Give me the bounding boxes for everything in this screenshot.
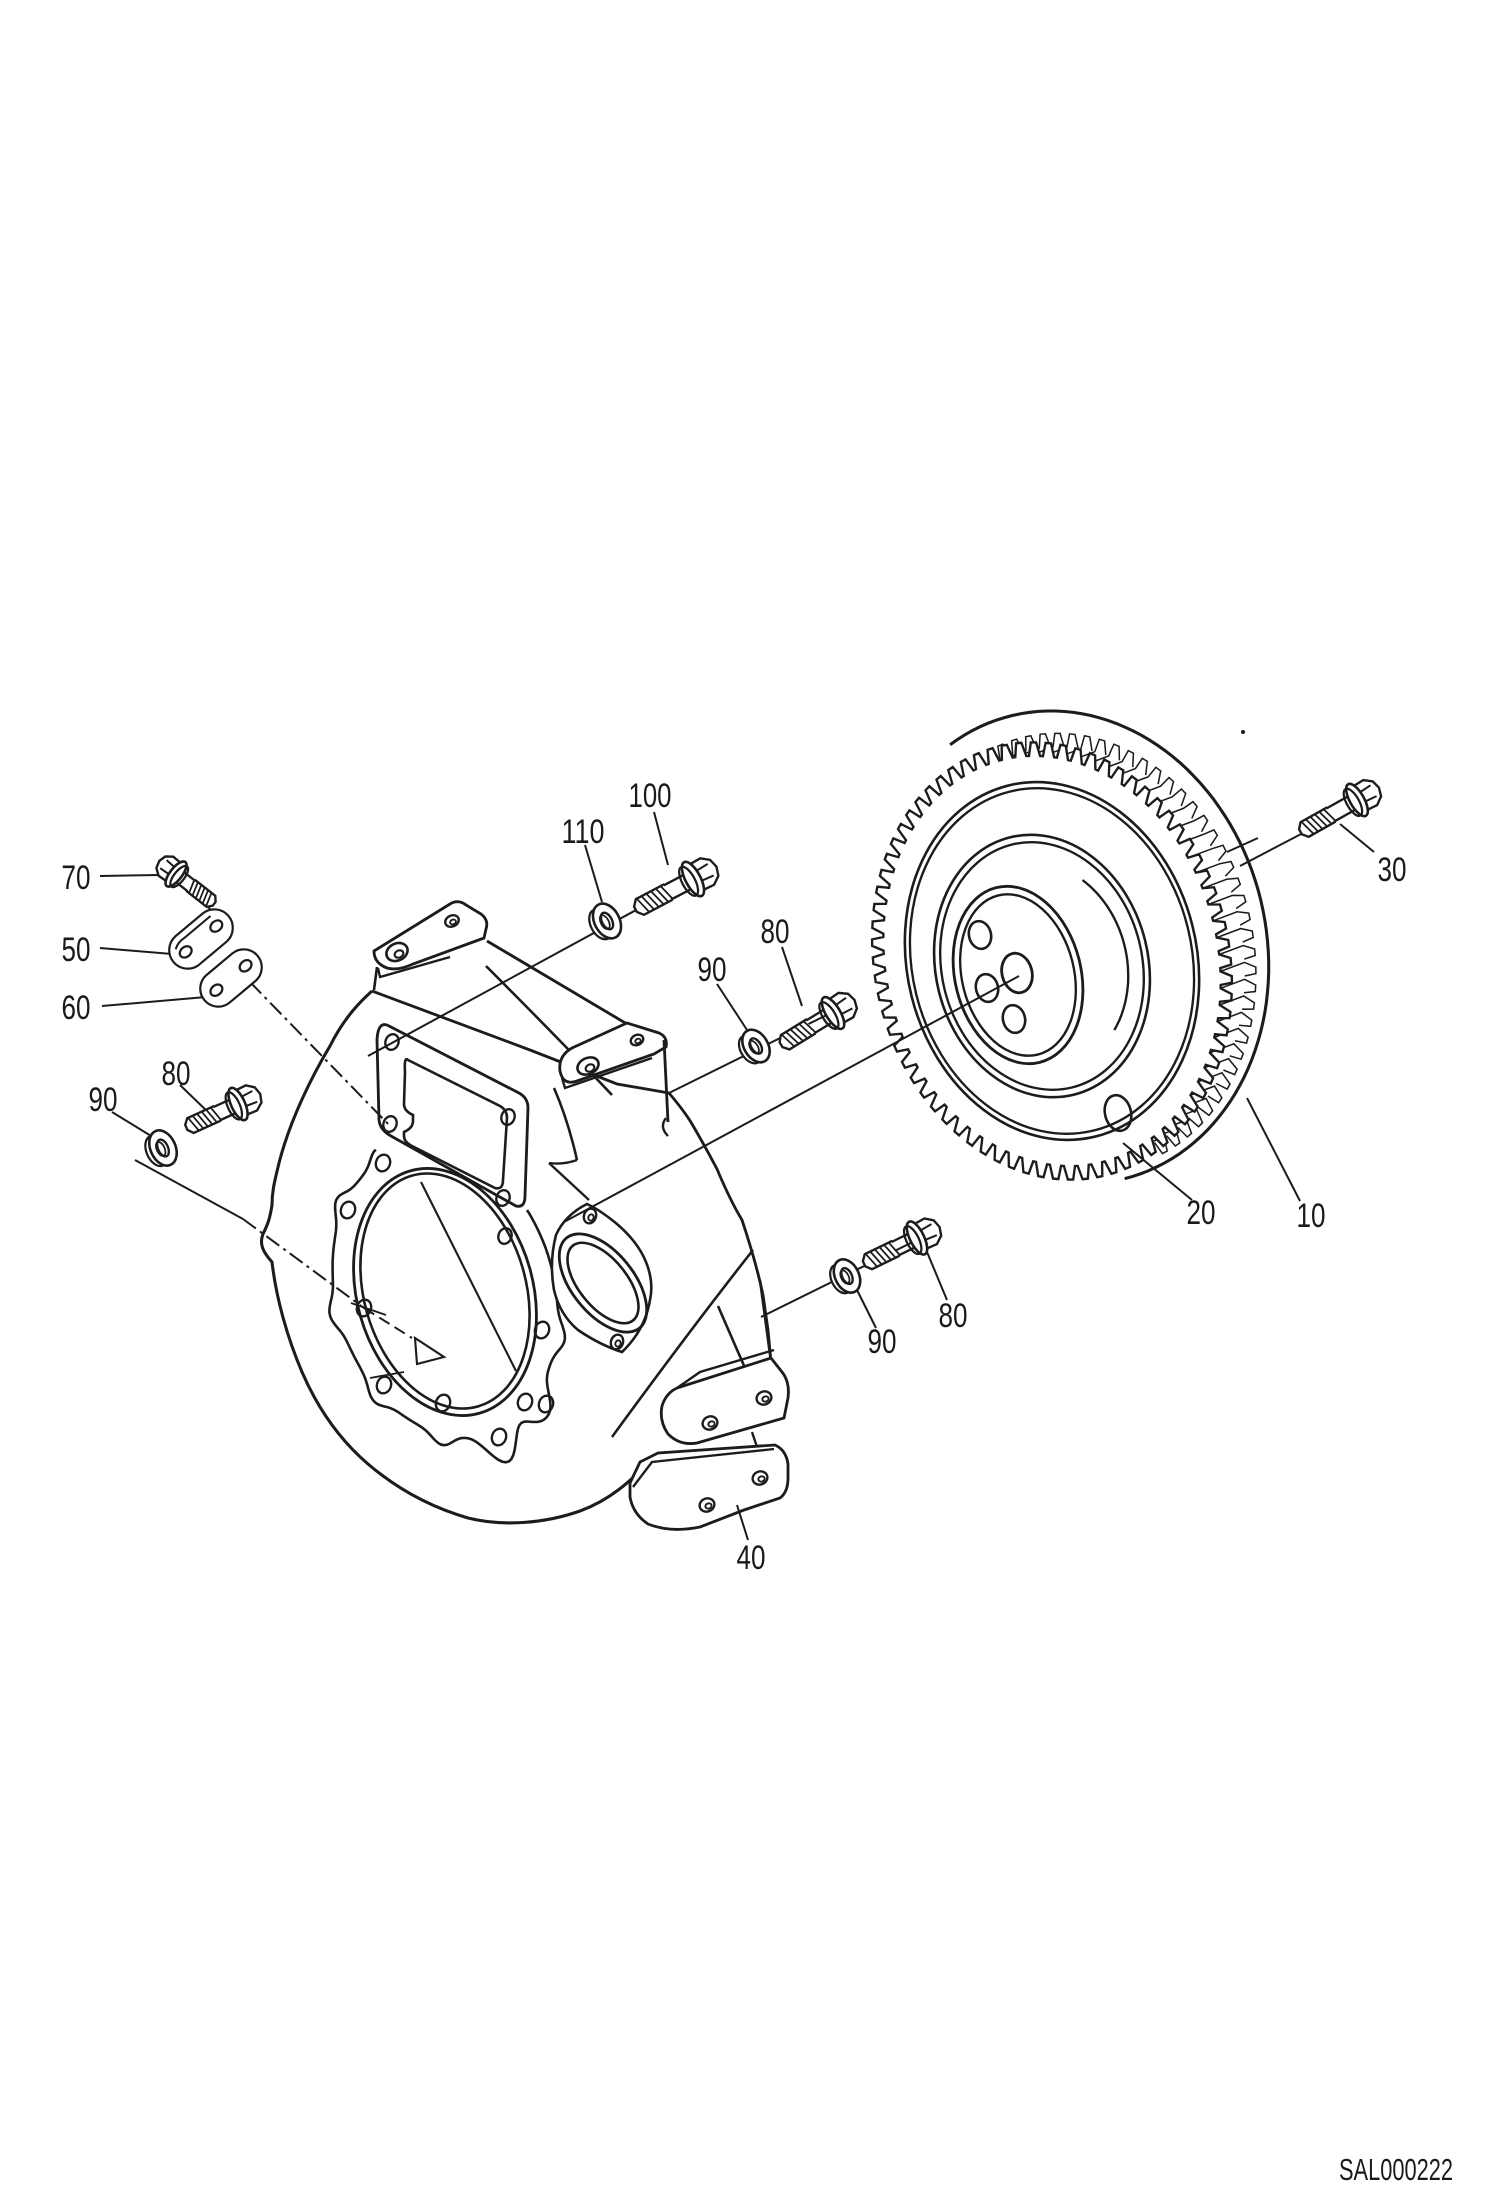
- svg-text:80: 80: [939, 1297, 968, 1335]
- svg-text:30: 30: [1378, 851, 1407, 889]
- svg-text:50: 50: [62, 931, 91, 969]
- svg-text:110: 110: [562, 813, 605, 851]
- svg-text:10: 10: [1297, 1197, 1326, 1235]
- svg-text:40: 40: [737, 1539, 766, 1577]
- svg-text:60: 60: [62, 989, 91, 1027]
- svg-text:70: 70: [62, 859, 91, 897]
- svg-text:90: 90: [868, 1323, 897, 1361]
- svg-text:90: 90: [89, 1081, 118, 1119]
- svg-text:20: 20: [1187, 1194, 1216, 1232]
- svg-text:90: 90: [698, 951, 727, 989]
- svg-text:80: 80: [162, 1055, 191, 1093]
- svg-text:100: 100: [629, 777, 672, 815]
- svg-text:SAL000222: SAL000222: [1339, 2152, 1453, 2187]
- svg-text:80: 80: [761, 913, 790, 951]
